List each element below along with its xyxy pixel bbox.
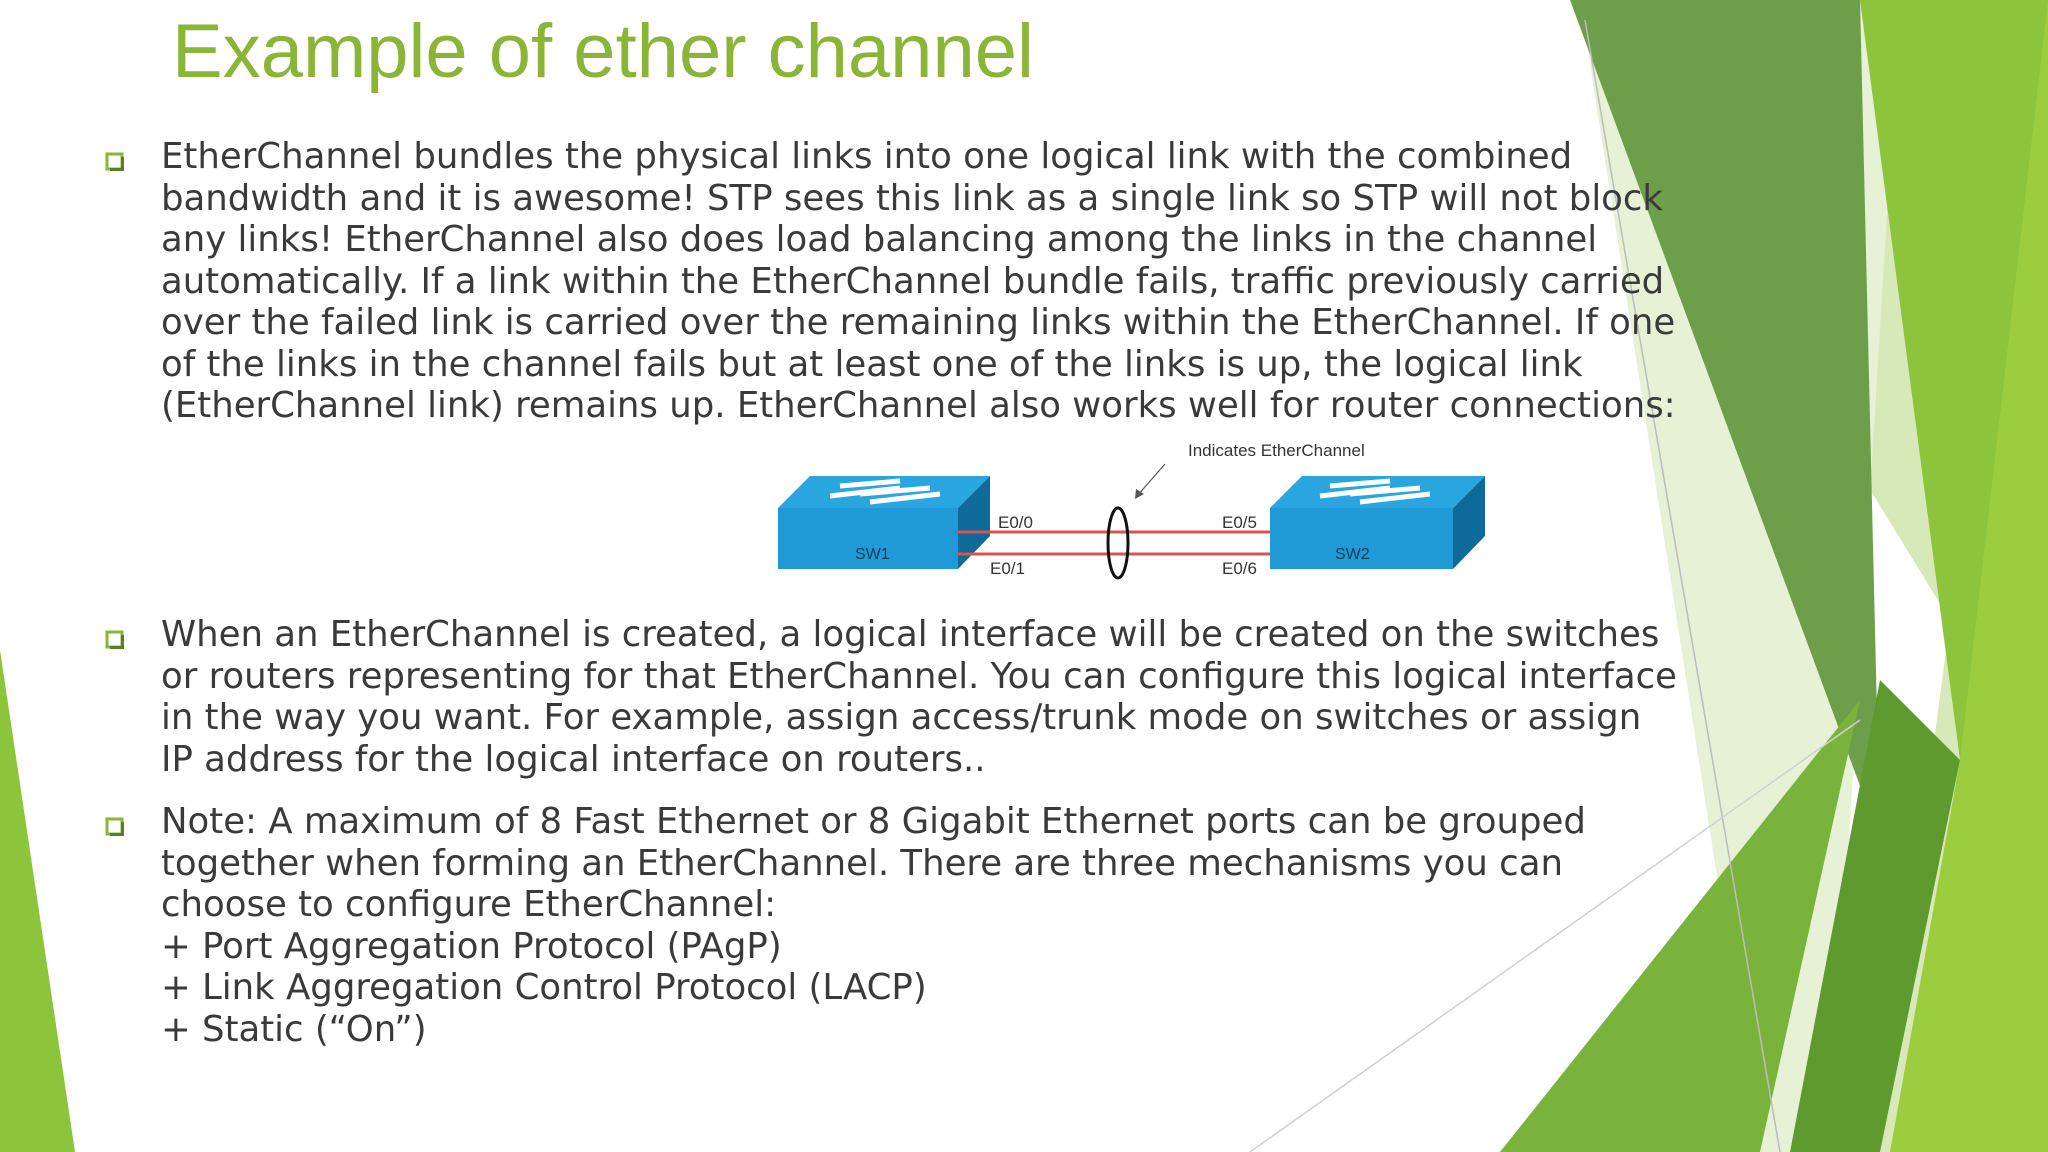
switch-sw1: SW1	[778, 476, 990, 569]
bottom-green-triangle	[1500, 700, 1860, 1152]
port-label-e06: E0/6	[1222, 559, 1257, 578]
annotation-arrow-line	[1136, 463, 1166, 497]
port-label-e01: E0/1	[990, 559, 1025, 578]
etherchannel-ellipse	[1106, 506, 1130, 580]
switch-label-sw1: SW1	[855, 546, 890, 563]
right-bright-band	[1890, 0, 2048, 1152]
left-accent-shape	[0, 650, 75, 1152]
port-label-e00: E0/0	[998, 513, 1033, 532]
right-dark-triangle	[1570, 0, 1880, 840]
bottom-dark-band	[1790, 680, 1960, 1152]
checkbox-bullet-icon	[105, 152, 124, 171]
annotation-arrowhead	[1135, 489, 1144, 499]
checkbox-bullet-icon	[105, 817, 124, 836]
switch-label-sw2: SW2	[1335, 546, 1370, 563]
etherchannel-diagram: Indicates EtherChannel SW1 SW2 E0/0 E0/1…	[778, 441, 1485, 580]
thin-diagonal-line	[1584, 19, 1781, 1152]
bullet-text: EtherChannel bundles the physical links …	[161, 136, 1676, 426]
port-label-e05: E0/5	[1222, 513, 1257, 532]
checkbox-bullet-icon	[105, 630, 124, 649]
bullet-text: When an EtherChannel is created, a logic…	[161, 614, 1678, 780]
switch-sw2: SW2	[1270, 476, 1485, 569]
bullet-text: Note: A maximum of 8 Fast Ethernet or 8 …	[161, 801, 1586, 1050]
slide-title: Example of ether channel	[172, 9, 1034, 94]
diagram-annotation: Indicates EtherChannel	[1188, 441, 1365, 460]
thin-diagonal-line-2	[1249, 719, 1861, 1152]
